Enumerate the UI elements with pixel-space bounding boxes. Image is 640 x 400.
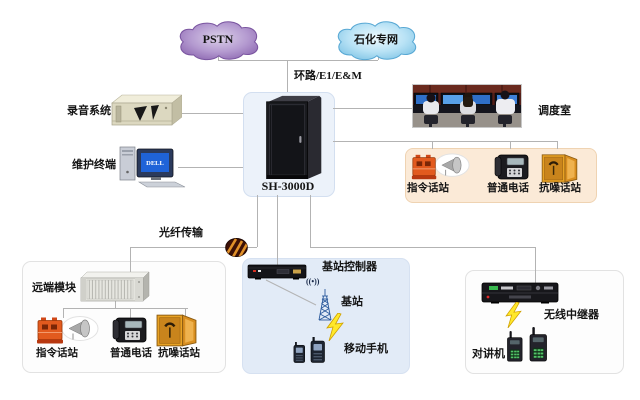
petro-network-cloud-icon: [337, 21, 417, 61]
base-station-controller-device: [247, 264, 307, 280]
recorder-label: 录音系统: [67, 105, 111, 117]
walkie-talkie-device: [506, 331, 524, 362]
noise-phone-label: 抗噪话站: [158, 348, 200, 359]
connector-line: [287, 60, 288, 92]
sh3000d-cabinet-image: [266, 95, 322, 179]
base-station-tower-icon: [318, 289, 332, 321]
connector-line: [63, 308, 188, 309]
maintenance-pc: DELL: [119, 146, 186, 188]
monitor-brand-text: DELL: [146, 160, 164, 167]
ordinary-phone-label: 普通电话: [110, 348, 152, 359]
connector-line: [310, 195, 311, 247]
connector-line: [218, 54, 219, 60]
connector-line: [333, 141, 557, 142]
connector-diagonal-line: [265, 279, 317, 306]
connector-line: [130, 308, 131, 318]
petro-network-cloud-label: 石化专网: [354, 34, 398, 46]
dispatch-room-label: 调度室: [538, 105, 571, 117]
trunk-link-label: 环路/E1/E&M: [294, 70, 362, 82]
connector-line: [257, 195, 258, 247]
fiber-optic-icon: [225, 238, 248, 257]
lightning-icon: [324, 313, 346, 341]
pstn-cloud-icon: [179, 21, 259, 61]
mobile-phone-device: [293, 342, 306, 363]
connector-line: [130, 247, 131, 273]
connector-line: [432, 141, 433, 149]
terminal-label: 维护终端: [72, 159, 116, 171]
desk-phone-device: [494, 152, 530, 182]
connector-line: [178, 167, 243, 168]
lightning-icon: [504, 302, 523, 328]
connector-line: [310, 247, 535, 248]
base-station-controller-label: 基站控制器: [322, 261, 377, 273]
connector-line: [557, 141, 558, 149]
pstn-cloud-label: PSTN: [202, 32, 234, 46]
connector-line: [181, 113, 243, 114]
wireless-repeater-label: 无线中继器: [544, 309, 599, 321]
base-station-label: 基站: [341, 296, 363, 308]
noise-phone-label: 抗噪话站: [539, 183, 581, 194]
mobile-phone-device: [310, 337, 326, 363]
desk-phone-device: [112, 314, 148, 346]
walkie-talkie-label: 对讲机: [472, 348, 505, 360]
antenna-wave-glyph: ((•)): [306, 277, 320, 286]
noise-phone-device: [155, 313, 198, 348]
command-phone-device: [35, 314, 99, 347]
command-phone-label: 指令话站: [36, 348, 78, 359]
walkie-talkie-device: [528, 327, 549, 362]
remote-module-rack: [80, 271, 150, 302]
connector-line: [277, 195, 278, 265]
connector-line: [510, 141, 511, 149]
ordinary-phone-label: 普通电话: [487, 183, 529, 194]
command-phone-label: 指令话站: [407, 183, 449, 194]
recorder-device: [111, 94, 182, 126]
connector-line: [130, 247, 257, 248]
connector-line: [115, 301, 116, 309]
fiber-label: 光纤传输: [159, 227, 203, 239]
cabinet-label: SH-3000D: [261, 179, 315, 193]
command-phone-device: [409, 152, 471, 182]
connector-line: [333, 108, 414, 109]
connector-line: [218, 60, 378, 61]
mobile-phone-label: 移动手机: [344, 343, 388, 355]
noise-phone-device: [539, 153, 580, 184]
wireless-repeater-device: [481, 282, 559, 304]
connector-line: [185, 308, 186, 318]
dispatch-room-photo: [412, 84, 522, 128]
remote-module-label: 远端模块: [32, 282, 76, 294]
connector-line: [63, 308, 64, 318]
connector-line: [535, 247, 536, 284]
